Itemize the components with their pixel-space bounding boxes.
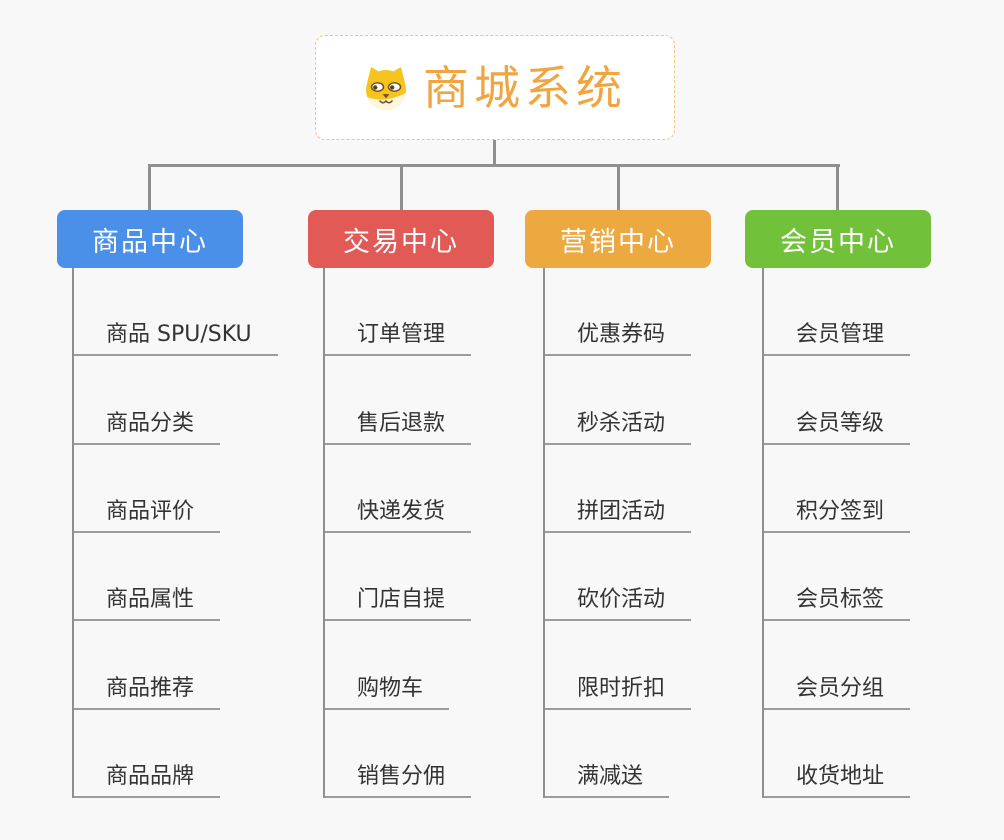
leaf-node[interactable]: 会员分组: [764, 621, 911, 710]
leaf-node[interactable]: 限时折扣: [545, 621, 692, 710]
leaf-node[interactable]: 满减送: [545, 710, 670, 798]
leaf-node[interactable]: 商品属性: [74, 533, 221, 622]
leaf-node[interactable]: 商品 SPU/SKU: [74, 268, 278, 357]
dog-face-icon: [363, 66, 409, 110]
root-stem-connector: [493, 140, 496, 165]
leaf-node[interactable]: 拼团活动: [545, 445, 692, 533]
branch-node-marketing-center[interactable]: 营销中心: [525, 210, 711, 268]
leaf-node[interactable]: 砍价活动: [545, 533, 692, 622]
leaf-list-trade-center: 订单管理 售后退款 快递发货 门店自提 购物车 销售分佣: [323, 268, 472, 798]
leaf-node[interactable]: 购物车: [325, 621, 450, 710]
root-title: 商城系统: [423, 60, 627, 115]
branch-drop-connector: [836, 164, 839, 210]
leaf-node[interactable]: 售后退款: [325, 356, 472, 445]
branch-node-product-center[interactable]: 商品中心: [57, 210, 243, 268]
leaf-node[interactable]: 订单管理: [325, 268, 472, 357]
leaf-node[interactable]: 门店自提: [325, 533, 472, 622]
leaf-node[interactable]: 会员管理: [764, 268, 911, 357]
leaf-node[interactable]: 收货地址: [764, 710, 911, 798]
leaf-node[interactable]: 会员标签: [764, 533, 911, 622]
branch-bus-connector: [148, 164, 840, 167]
leaf-node[interactable]: 积分签到: [764, 445, 911, 533]
leaf-node[interactable]: 商品推荐: [74, 621, 221, 710]
branch-node-member-center[interactable]: 会员中心: [745, 210, 931, 268]
branch-drop-connector: [400, 164, 403, 210]
branch-drop-connector: [617, 164, 620, 210]
leaf-node[interactable]: 商品品牌: [74, 710, 221, 798]
leaf-list-marketing-center: 优惠券码 秒杀活动 拼团活动 砍价活动 限时折扣 满减送: [543, 268, 692, 798]
leaf-node[interactable]: 秒杀活动: [545, 356, 692, 445]
branch-drop-connector: [148, 164, 151, 210]
branch-node-trade-center[interactable]: 交易中心: [308, 210, 494, 268]
leaf-node[interactable]: 快递发货: [325, 445, 472, 533]
leaf-list-member-center: 会员管理 会员等级 积分签到 会员标签 会员分组 收货地址: [762, 268, 911, 798]
leaf-node[interactable]: 商品评价: [74, 445, 221, 533]
leaf-node[interactable]: 优惠券码: [545, 268, 692, 357]
leaf-node[interactable]: 销售分佣: [325, 710, 472, 798]
leaf-node[interactable]: 会员等级: [764, 356, 911, 445]
root-node[interactable]: 商城系统: [315, 35, 675, 140]
leaf-node[interactable]: 商品分类: [74, 356, 221, 445]
leaf-list-product-center: 商品 SPU/SKU 商品分类 商品评价 商品属性 商品推荐 商品品牌: [72, 268, 278, 798]
